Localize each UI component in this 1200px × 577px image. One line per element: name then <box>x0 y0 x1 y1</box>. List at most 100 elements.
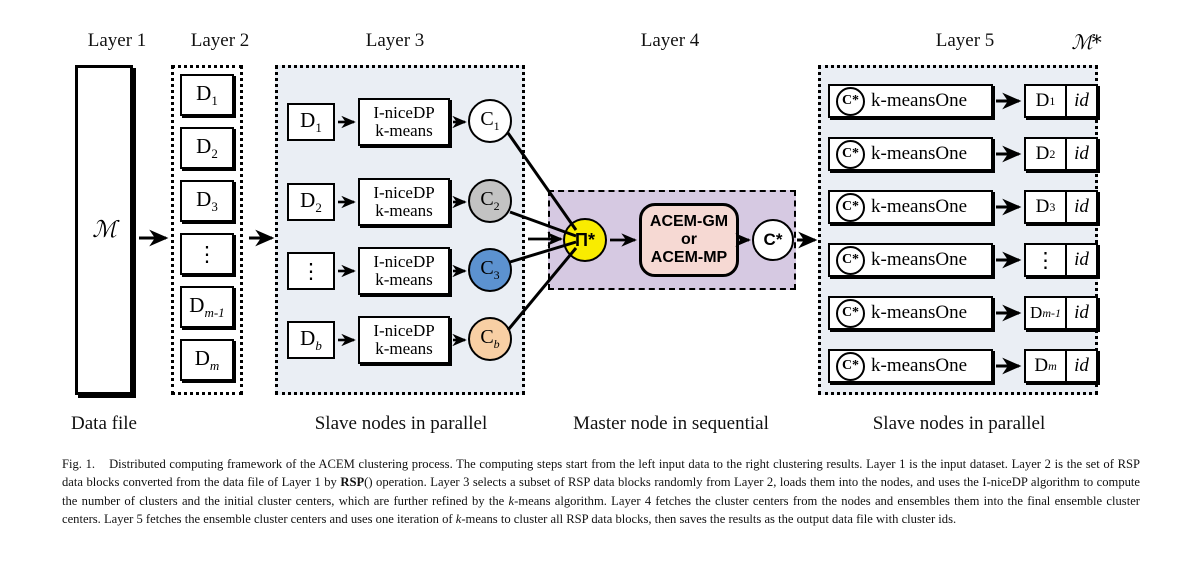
layer-5-kmeansone-row-5: C* k-meansOne <box>828 296 993 330</box>
kmeansone-label: k-meansOne <box>871 355 968 376</box>
layer-2-block-label: Dm <box>194 345 220 373</box>
layer-4-ensemble-output-circle: C* <box>752 219 794 261</box>
layer-2-block-label: Dm-1 <box>189 292 225 320</box>
layer-3-input-block-2: D2 <box>287 183 335 221</box>
layer-3-algorithm-box-1: I-niceDP k-means <box>358 98 450 146</box>
caption-k-italic-2: k <box>455 512 462 527</box>
output-id-label: id <box>1074 196 1089 217</box>
layer-1-footer-label: Data file <box>71 413 137 434</box>
layer-3-cluster-center-3: C3 <box>468 248 512 292</box>
layer-4-title: Layer 4 <box>640 30 700 51</box>
acem-mp-label: ACEM-MP <box>650 248 728 266</box>
layer-2-block-m: Dm <box>180 339 234 381</box>
algorithm-line-1: I-niceDP <box>373 320 435 340</box>
layer-3-block-label: D1 <box>300 108 322 136</box>
cluster-center-label: C3 <box>480 257 500 282</box>
layer-2-block-label: D1 <box>196 80 218 108</box>
layer-2-block-m-minus-1: Dm-1 <box>180 286 234 328</box>
output-id-label: id <box>1074 90 1089 111</box>
ensemble-output-label: C* <box>763 230 783 249</box>
layer-3-input-block-b: Db <box>287 321 335 359</box>
output-block-ellipsis: ⋮ <box>1026 245 1068 275</box>
output-dataset-symbol: ℳ* <box>1066 30 1101 54</box>
dataset-symbol: ℳ <box>92 217 117 243</box>
cluster-center-badge-icon: C* <box>836 245 865 275</box>
figure-caption: Fig. 1.Distributed computing framework o… <box>62 455 1140 529</box>
algorithm-line-2: k-means <box>375 121 433 140</box>
cluster-center-badge-icon: C* <box>836 351 865 381</box>
cluster-center-label: C2 <box>480 188 500 213</box>
layer-4-acem-box: ACEM-GM or ACEM-MP <box>639 203 739 277</box>
kmeansone-label: k-meansOne <box>871 90 968 111</box>
layer-5-kmeansone-row-2: C* k-meansOne <box>828 137 993 171</box>
layer-2-block-2: D2 <box>180 127 234 169</box>
layer-2-container <box>171 65 243 395</box>
cluster-center-label: Cb <box>480 326 500 351</box>
layer-2-block-1: D1 <box>180 74 234 116</box>
layer-2-block-ellipsis: ⋮ <box>180 233 234 275</box>
output-id-label: id <box>1074 355 1089 376</box>
layer-2-title: Layer 2 <box>190 30 250 51</box>
cluster-center-badge-icon: C* <box>836 139 865 169</box>
layer-3-cluster-center-b: Cb <box>468 317 512 361</box>
algorithm-line-1: I-niceDP <box>373 102 435 122</box>
layer-3-block-label: D2 <box>300 188 322 216</box>
ensemble-input-label: Π* <box>574 229 595 250</box>
output-id-label: id <box>1074 249 1089 270</box>
vertical-ellipsis: ⋮ <box>196 241 218 266</box>
acem-gm-label: ACEM-GM <box>649 213 729 231</box>
caption-k-italic: k <box>508 493 515 508</box>
layer-2-block-3: D3 <box>180 180 234 222</box>
layer-3-block-label: Db <box>300 326 322 354</box>
layer-1-data-file-box: ℳ <box>75 65 133 395</box>
layer-5-kmeansone-row-3: C* k-meansOne <box>828 190 993 224</box>
caption-part-1: Distributed computing framework of the A… <box>62 457 1140 490</box>
kmeansone-label: k-meansOne <box>871 302 968 323</box>
layer-3-input-block-ellipsis: ⋮ <box>287 252 335 290</box>
caption-part-3: -means algorithm. Layer 4 fetches the cl… <box>62 493 1140 527</box>
layer-5-kmeansone-row-1: C* k-meansOne <box>828 84 993 118</box>
output-id-label: id <box>1074 143 1089 164</box>
algorithm-line-2: k-means <box>375 339 433 358</box>
caption-rsp-bold: RSP <box>340 475 365 490</box>
layer-3-footer-label: Slave nodes in parallel <box>314 413 488 434</box>
kmeansone-label: k-meansOne <box>871 143 968 164</box>
vertical-ellipsis: ⋮ <box>300 258 322 283</box>
layer-3-algorithm-box-3: I-niceDP k-means <box>358 247 450 295</box>
cluster-center-badge-icon: C* <box>836 86 865 116</box>
algorithm-line-2: k-means <box>375 201 433 220</box>
caption-part-2: () operation. Layer 3 selects a subset o… <box>62 475 1140 508</box>
algorithm-line-2: k-means <box>375 270 433 289</box>
layer-5-output-row-4: ⋮ id <box>1024 243 1098 277</box>
layer-5-title: Layer 5 <box>935 30 995 51</box>
cluster-center-badge-icon: C* <box>836 298 865 328</box>
kmeansone-label: k-meansOne <box>871 249 968 270</box>
kmeansone-label: k-meansOne <box>871 196 968 217</box>
acem-or-label: or <box>681 231 697 249</box>
cluster-center-badge-icon: C* <box>836 192 865 222</box>
layer-1-title: Layer 1 <box>87 30 147 51</box>
layer-5-kmeansone-row-6: C* k-meansOne <box>828 349 993 383</box>
figure-id: Fig. 1. <box>62 457 96 471</box>
layer-3-input-block-1: D1 <box>287 103 335 141</box>
layer-4-footer-label: Master node in sequential <box>573 413 769 434</box>
layer-5-footer-label: Slave nodes in parallel <box>872 413 1046 434</box>
layer-2-block-label: D3 <box>196 186 218 214</box>
layer-5-kmeansone-row-4: C* k-meansOne <box>828 243 993 277</box>
cluster-center-label: C1 <box>480 108 500 133</box>
layer-3-cluster-center-1: C1 <box>468 99 512 143</box>
layer-2-block-label: D2 <box>196 133 218 161</box>
output-id-label: id <box>1074 302 1089 323</box>
layer-3-title: Layer 3 <box>365 30 425 51</box>
caption-part-4: -means to cluster all RSP data blocks, t… <box>461 512 957 527</box>
